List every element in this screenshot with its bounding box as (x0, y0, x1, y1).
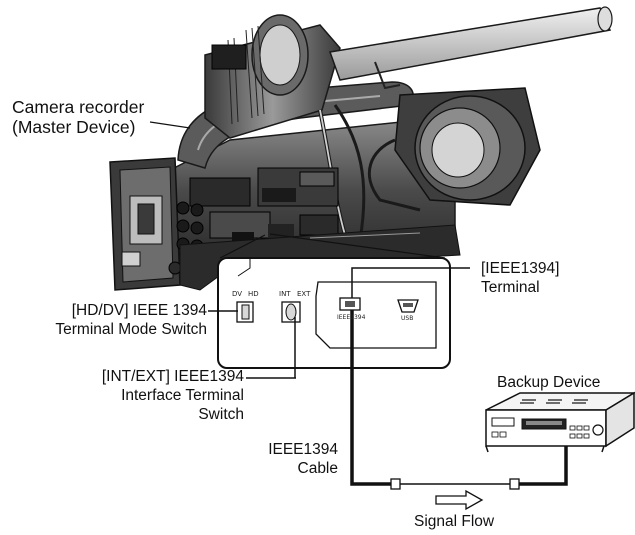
ieee1394-cable-label-line1: IEEE1394 (268, 441, 338, 458)
signal-flow-label: Signal Flow (414, 513, 495, 530)
ieee1394-terminal-label: [IEEE1394] Terminal (481, 259, 559, 297)
int-ext-switch-label-line2: Interface Terminal (121, 387, 244, 404)
ieee1394-cable (350, 310, 568, 490)
int-ext-switch-label-line1: [INT/EXT] IEEE1394 (101, 368, 244, 385)
ieee1394-terminal-label-line2: Terminal (481, 279, 540, 296)
signal-flow-arrow (435, 489, 484, 511)
hd-dv-mode-switch-label-line1: [HD/DV] IEEE 1394 (71, 302, 207, 319)
panel-marking-ieee1394: IEEE1394 (337, 314, 366, 321)
int-ext-switch-label: [INT/EXT] IEEE1394 Interface Terminal Sw… (102, 367, 244, 424)
panel-marking-dv: DV (232, 290, 243, 298)
camera-recorder-label: Camera recorder (Master Device) (12, 97, 144, 137)
camera-recorder-label-line2: (Master Device) (12, 117, 136, 137)
ieee1394-cable-label: IEEE1394 Cable (268, 440, 338, 478)
camera-recorder-illustration (109, 6, 613, 291)
ieee1394-cable-label-line2: Cable (297, 460, 339, 477)
hd-dv-mode-switch-label: [HD/DV] IEEE 1394 Terminal Mode Switch (55, 301, 207, 339)
int-ext-switch-label-line3: Switch (198, 406, 244, 423)
panel-marking-ext: EXT (297, 290, 311, 298)
leader-lines (208, 267, 470, 379)
panel-marking-int: INT (279, 290, 291, 298)
panel-marking-hd: HD (248, 290, 259, 298)
ieee1394-terminal-label-line1: [IEEE1394] (481, 260, 560, 277)
backup-device-label: Backup Device (497, 374, 601, 391)
hd-dv-mode-switch-label-line2: Terminal Mode Switch (55, 321, 207, 338)
panel-marking-usb: USB (401, 315, 414, 322)
camera-recorder-label-line1: Camera recorder (12, 97, 145, 117)
backup-device-illustration (485, 391, 635, 453)
